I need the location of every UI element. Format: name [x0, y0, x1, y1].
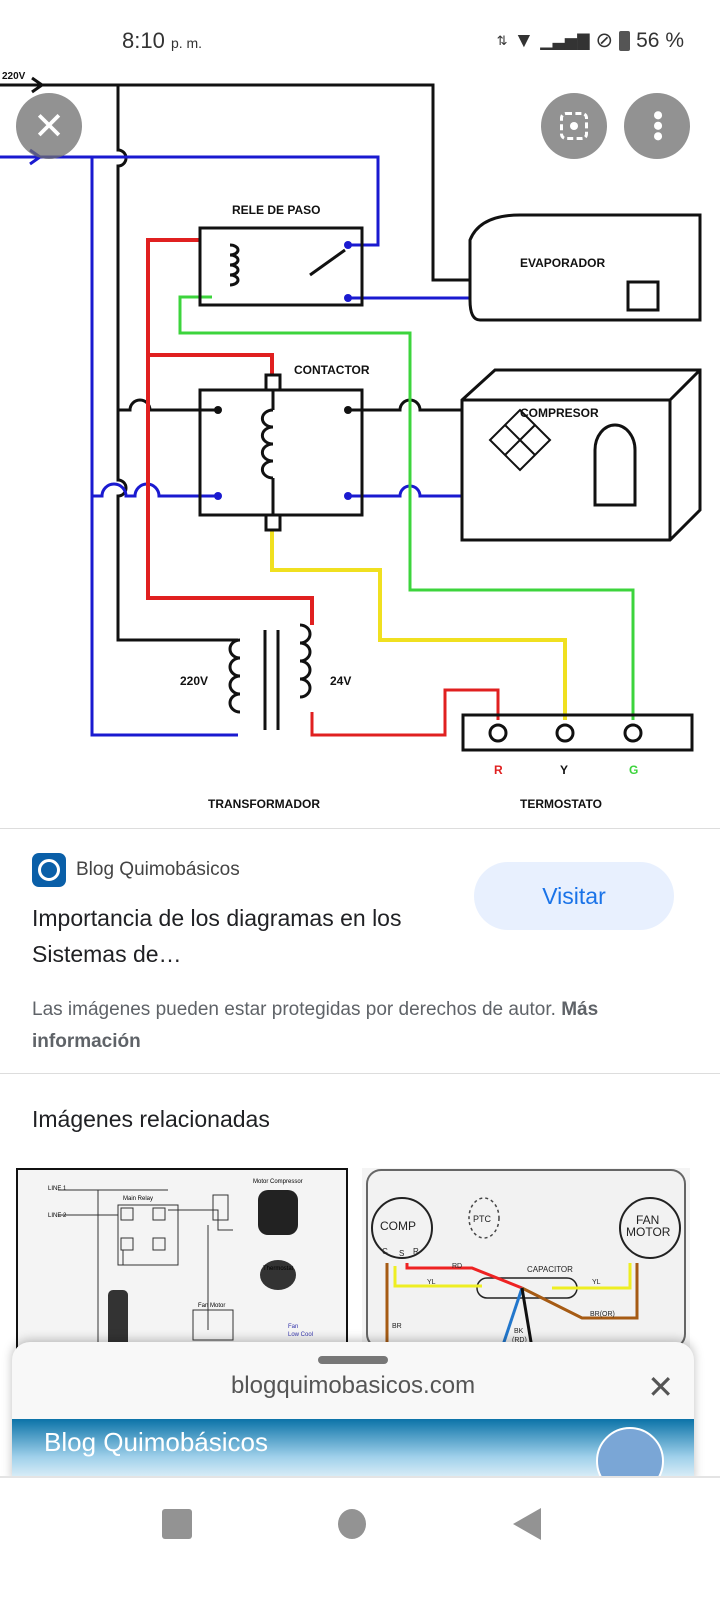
- svg-text:S: S: [399, 1249, 404, 1258]
- svg-text:(RD): (RD): [512, 1337, 527, 1344]
- wire-red: [146, 238, 314, 625]
- svg-text:RELE DE PASO: RELE DE PASO: [232, 203, 320, 217]
- more-info-link[interactable]: Más información: [32, 999, 599, 1052]
- copyright-notice: Las imágenes pueden estar protegidas por…: [32, 999, 599, 1052]
- close-sheet-button[interactable]: ✕: [647, 1368, 674, 1406]
- arrow: [31, 76, 45, 94]
- svg-text:G: G: [629, 763, 638, 777]
- wire-green: [178, 295, 635, 720]
- divider: [0, 1073, 720, 1074]
- svg-text:CAPACITOR: CAPACITOR: [527, 1265, 573, 1274]
- wire-blue-vertical: [90, 157, 238, 737]
- site-logo: [596, 1427, 664, 1482]
- wifi-icon: ▼: [513, 28, 535, 52]
- more-vert-icon: •••: [641, 110, 674, 142]
- svg-text:YL: YL: [592, 1279, 601, 1286]
- wire-blue-line: [0, 155, 380, 247]
- svg-text:FAN: FAN: [636, 1213, 659, 1227]
- clock: 8:10 p. m.: [122, 28, 203, 53]
- svg-text:MOTOR: MOTOR: [626, 1225, 671, 1239]
- lens-icon: [560, 112, 588, 140]
- svg-text:BK: BK: [514, 1328, 524, 1335]
- website-preview-sheet[interactable]: blogquimobasicos.com ✕ Blog Quimobásicos: [12, 1342, 694, 1482]
- svg-text:Thermostat: Thermostat: [263, 1266, 294, 1272]
- drag-handle[interactable]: [318, 1356, 388, 1364]
- svg-text:LINE 1: LINE 1: [48, 1186, 67, 1192]
- svg-text:BR: BR: [392, 1323, 402, 1330]
- svg-text:TRANSFORMADOR: TRANSFORMADOR: [208, 797, 320, 811]
- svg-text:Y: Y: [560, 763, 568, 777]
- svg-text:COMPRESOR: COMPRESOR: [520, 406, 599, 420]
- transformer-primary: [228, 638, 241, 714]
- wiring-diagram: 220V RELE DE PASO CONTACTOR EVAPORADOR C…: [0, 71, 702, 811]
- relay-box: [198, 226, 364, 307]
- signal-icon: ▁▃▅▇: [540, 32, 590, 50]
- svg-text:LINE 2: LINE 2: [48, 1213, 67, 1219]
- lens-button[interactable]: [541, 93, 607, 159]
- transformer-secondary: [299, 623, 312, 699]
- svg-text:R: R: [413, 1247, 419, 1256]
- more-options-button[interactable]: •••: [624, 93, 690, 159]
- home-button[interactable]: [338, 1509, 366, 1539]
- navigation-bar: [0, 1476, 720, 1602]
- svg-text:EVAPORADOR: EVAPORADOR: [520, 256, 605, 270]
- recents-button[interactable]: [162, 1509, 192, 1539]
- svg-text:Low Cool: Low Cool: [288, 1332, 313, 1338]
- close-icon: ✕: [33, 105, 65, 148]
- battery-level: 56 %: [636, 28, 684, 52]
- thermostat-box: [461, 713, 694, 752]
- related-heading: Imágenes relacionadas: [32, 1106, 270, 1132]
- svg-text:R: R: [494, 763, 503, 777]
- wire-black-vertical: [116, 85, 238, 642]
- visit-button[interactable]: Visitar: [474, 862, 674, 930]
- site-url: blogquimobasicos.com: [230, 1372, 476, 1399]
- wire-yellow: [270, 530, 567, 720]
- related-thumbnail-2: COMP C S R PTC FAN MOTOR RD CAPACITOR YL…: [366, 1169, 686, 1348]
- battery-icon: [619, 30, 631, 51]
- back-button[interactable]: [513, 1508, 541, 1540]
- svg-text:Fan: Fan: [288, 1324, 298, 1330]
- no-sim-icon: ⊘: [595, 29, 614, 52]
- svg-text:CONTACTOR: CONTACTOR: [294, 363, 370, 377]
- input-voltage-label: 220V: [2, 71, 26, 82]
- site-banner: Blog Quimobásicos: [12, 1419, 694, 1482]
- result-title[interactable]: Importancia de los diagramas en los Sist…: [32, 905, 402, 967]
- svg-text:PTC: PTC: [473, 1214, 492, 1224]
- evaporator-box: [468, 213, 702, 322]
- svg-text:Motor Compressor: Motor Compressor: [253, 1179, 303, 1185]
- svg-text:Main Relay: Main Relay: [123, 1196, 153, 1202]
- related-image-2[interactable]: COMP C S R PTC FAN MOTOR RD CAPACITOR YL…: [362, 1168, 690, 1348]
- related-image-1[interactable]: LINE 1 LINE 2 Main Relay Motor Compresso…: [16, 1168, 348, 1352]
- wires: [0, 76, 635, 737]
- status-bar: 8:10 p. m. ⇅ ▼ ▁▃▅▇ ⊘ 56 %: [0, 0, 720, 70]
- wire-black-line: [0, 83, 470, 282]
- divider: [0, 828, 720, 829]
- banner-title: Blog Quimobásicos: [44, 1427, 268, 1457]
- svg-text:BR(OR): BR(OR): [590, 1311, 615, 1318]
- svg-text:YL: YL: [427, 1279, 436, 1286]
- svg-text:24V: 24V: [330, 674, 351, 688]
- compressor-box: [460, 368, 702, 542]
- contactor-box: [198, 388, 364, 517]
- svg-text:TERMOSTATO: TERMOSTATO: [520, 797, 602, 811]
- source-link[interactable]: Blog Quimobásicos: [32, 853, 240, 887]
- svg-text:220V: 220V: [180, 674, 208, 688]
- related-thumbnail-1: LINE 1 LINE 2 Main Relay Motor Compresso…: [48, 1179, 313, 1350]
- close-icon: ✕: [647, 1369, 674, 1405]
- svg-text:Fan Motor: Fan Motor: [198, 1303, 225, 1309]
- svg-text:COMP: COMP: [380, 1219, 416, 1233]
- data-arrows-icon: ⇅: [496, 32, 508, 48]
- source-logo: [32, 853, 66, 887]
- svg-text:RD: RD: [452, 1263, 462, 1270]
- close-viewer-button[interactable]: ✕: [16, 93, 82, 159]
- svg-text:C: C: [382, 1247, 388, 1256]
